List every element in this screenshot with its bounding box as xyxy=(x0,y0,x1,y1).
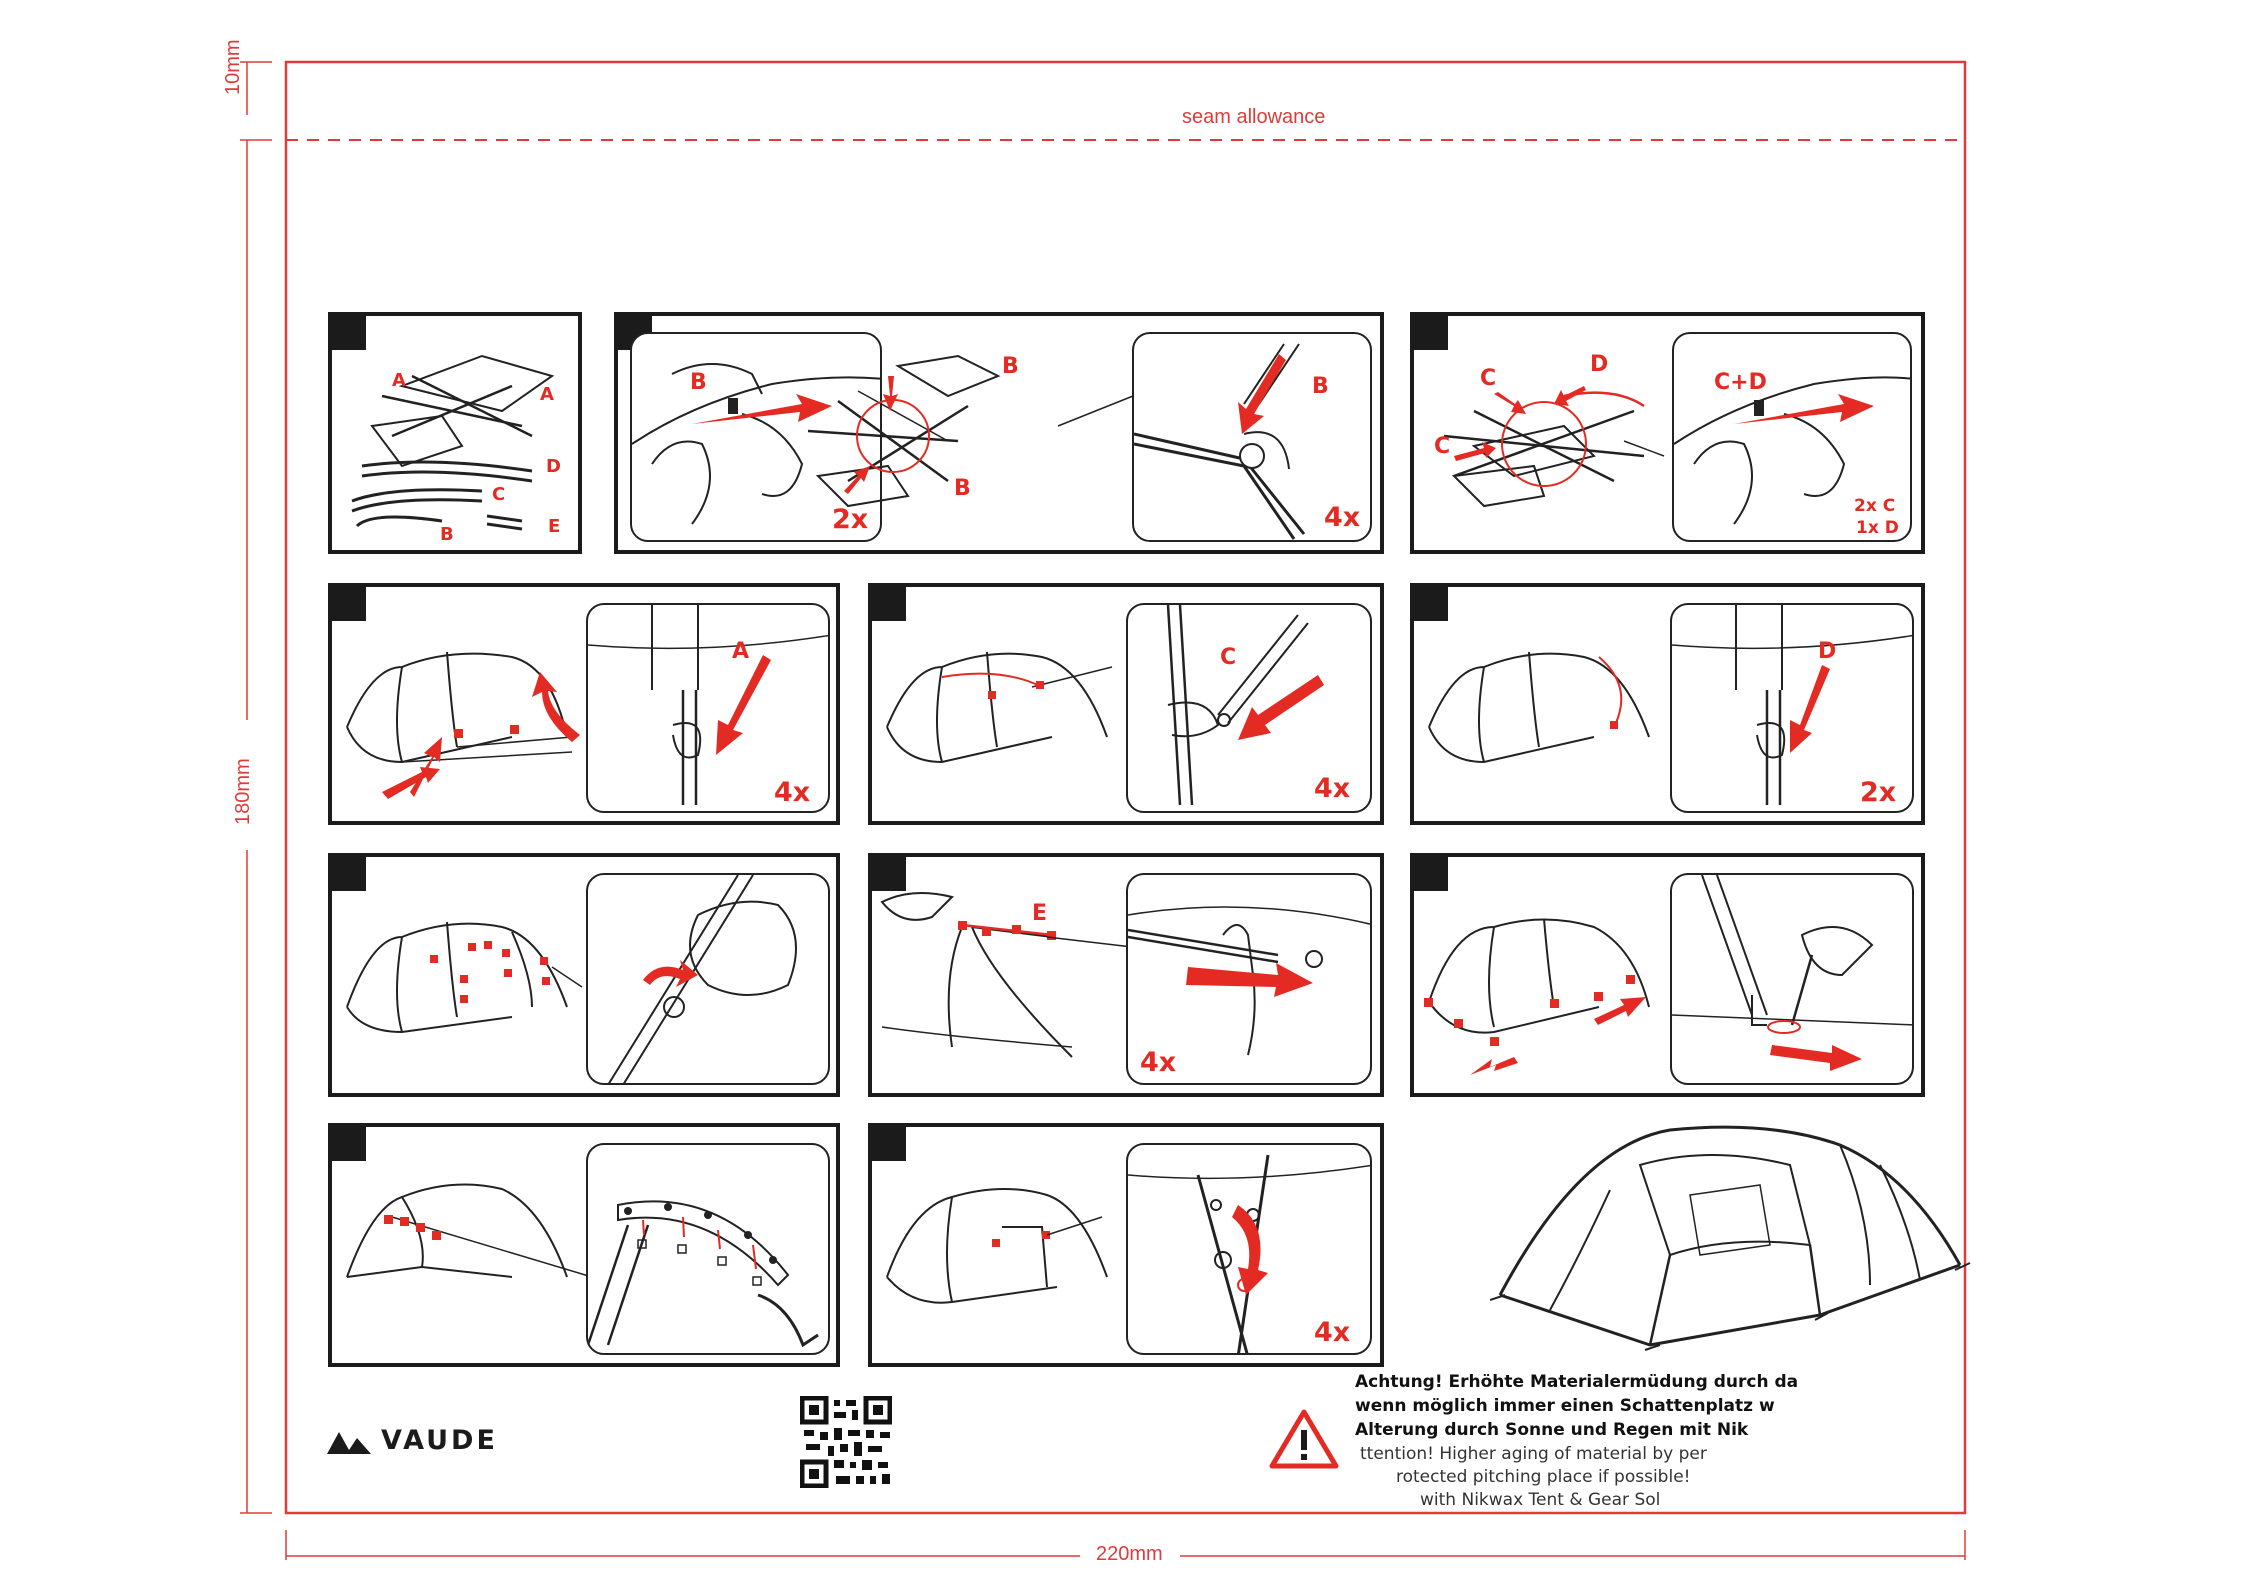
mountain-logo-icon xyxy=(327,1426,371,1454)
label-a: A xyxy=(732,639,749,664)
step-11-panel: 4x xyxy=(868,1123,1384,1367)
step-4-panel: A 4x xyxy=(328,583,840,825)
multiplier-label: 4x xyxy=(1314,773,1350,804)
label-a-1: A xyxy=(392,370,406,391)
label-b: B xyxy=(1002,354,1019,379)
step-7-inset-hand-clip xyxy=(586,873,830,1085)
step-4-inset-clip: A 4x xyxy=(586,603,830,813)
step-7-panel xyxy=(328,853,840,1097)
step-6-inset-clip: D 2x xyxy=(1670,603,1914,813)
label-c: C xyxy=(1434,434,1450,459)
step-5-inset-hub: C 4x xyxy=(1126,603,1372,813)
brand-name: VAUDE xyxy=(381,1425,498,1456)
seam-allowance-label: seam allowance xyxy=(1182,106,1325,129)
step-10-panel xyxy=(328,1123,840,1367)
label-e: E xyxy=(1032,901,1047,926)
multiplier-label: 4x xyxy=(1140,1047,1176,1078)
label-d: D xyxy=(1818,639,1836,664)
step-2-inset-pole-end: B 4x xyxy=(1132,332,1372,542)
label-b: B xyxy=(954,476,971,501)
step-6-panel: D 2x xyxy=(1410,583,1925,825)
label-d: D xyxy=(546,456,561,477)
warning-de-line-1: Achtung! Erhöhte Materialermüdung durch … xyxy=(1355,1372,1798,1392)
brand-logo: VAUDE xyxy=(327,1422,498,1458)
width-dimension-label: 220mm xyxy=(1096,1543,1163,1566)
step-3-panel: C D C C+D 2x C 1x D xyxy=(1410,312,1925,554)
top-margin-label: 10mm xyxy=(222,39,245,95)
step-1-panel: A A D C B E xyxy=(328,312,582,554)
warning-triangle-icon xyxy=(1268,1408,1340,1470)
label-c: C xyxy=(1480,366,1496,391)
label-a-2: A xyxy=(540,384,554,405)
label-c-plus-d: C+D xyxy=(1714,370,1767,395)
label-c: C xyxy=(492,484,505,505)
step-8-panel: E 4x xyxy=(868,853,1384,1097)
step-10-inset-fly-attach xyxy=(586,1143,830,1355)
label-b: B xyxy=(1312,374,1329,399)
step-3-inset-insert-poles: C+D 2x C 1x D xyxy=(1672,332,1912,542)
step-5-panel: C 4x xyxy=(868,583,1384,825)
warning-en-line-2: rotected pitching place if possible! xyxy=(1396,1467,1690,1487)
height-dimension-label: 180mm xyxy=(232,758,255,825)
warning-en-line-1: ttention! Higher aging of material by pe… xyxy=(1360,1444,1707,1464)
label-c: C xyxy=(1220,645,1236,670)
multiplier-label: 4x xyxy=(1324,502,1360,533)
multiplier-2x-c: 2x C xyxy=(1854,496,1895,516)
multiplier-label: 2x xyxy=(1860,777,1896,808)
multiplier-1x-d: 1x D xyxy=(1856,518,1899,538)
step-2-panel: B 2x B B B 4x xyxy=(614,312,1384,554)
label-d: D xyxy=(1590,352,1608,377)
label-e: E xyxy=(548,516,560,537)
step-9-inset-stake xyxy=(1670,873,1914,1085)
step-9-panel xyxy=(1410,853,1925,1097)
multiplier-label: 4x xyxy=(1314,1317,1350,1348)
step-11-inset-buckle: 4x xyxy=(1126,1143,1372,1355)
warning-en-line-3: with Nikwax Tent & Gear Sol xyxy=(1420,1490,1660,1510)
finished-tent-illustration xyxy=(1490,1105,1990,1365)
label-b: B xyxy=(440,524,454,545)
warning-de-line-3: Alterung durch Sonne und Regen mit Nik xyxy=(1355,1420,1748,1440)
qr-code-icon xyxy=(800,1396,892,1488)
step-8-inset-tension: 4x xyxy=(1126,873,1372,1085)
warning-de-line-2: wenn möglich immer einen Schattenplatz w xyxy=(1355,1396,1775,1416)
multiplier-label: 4x xyxy=(774,777,810,808)
